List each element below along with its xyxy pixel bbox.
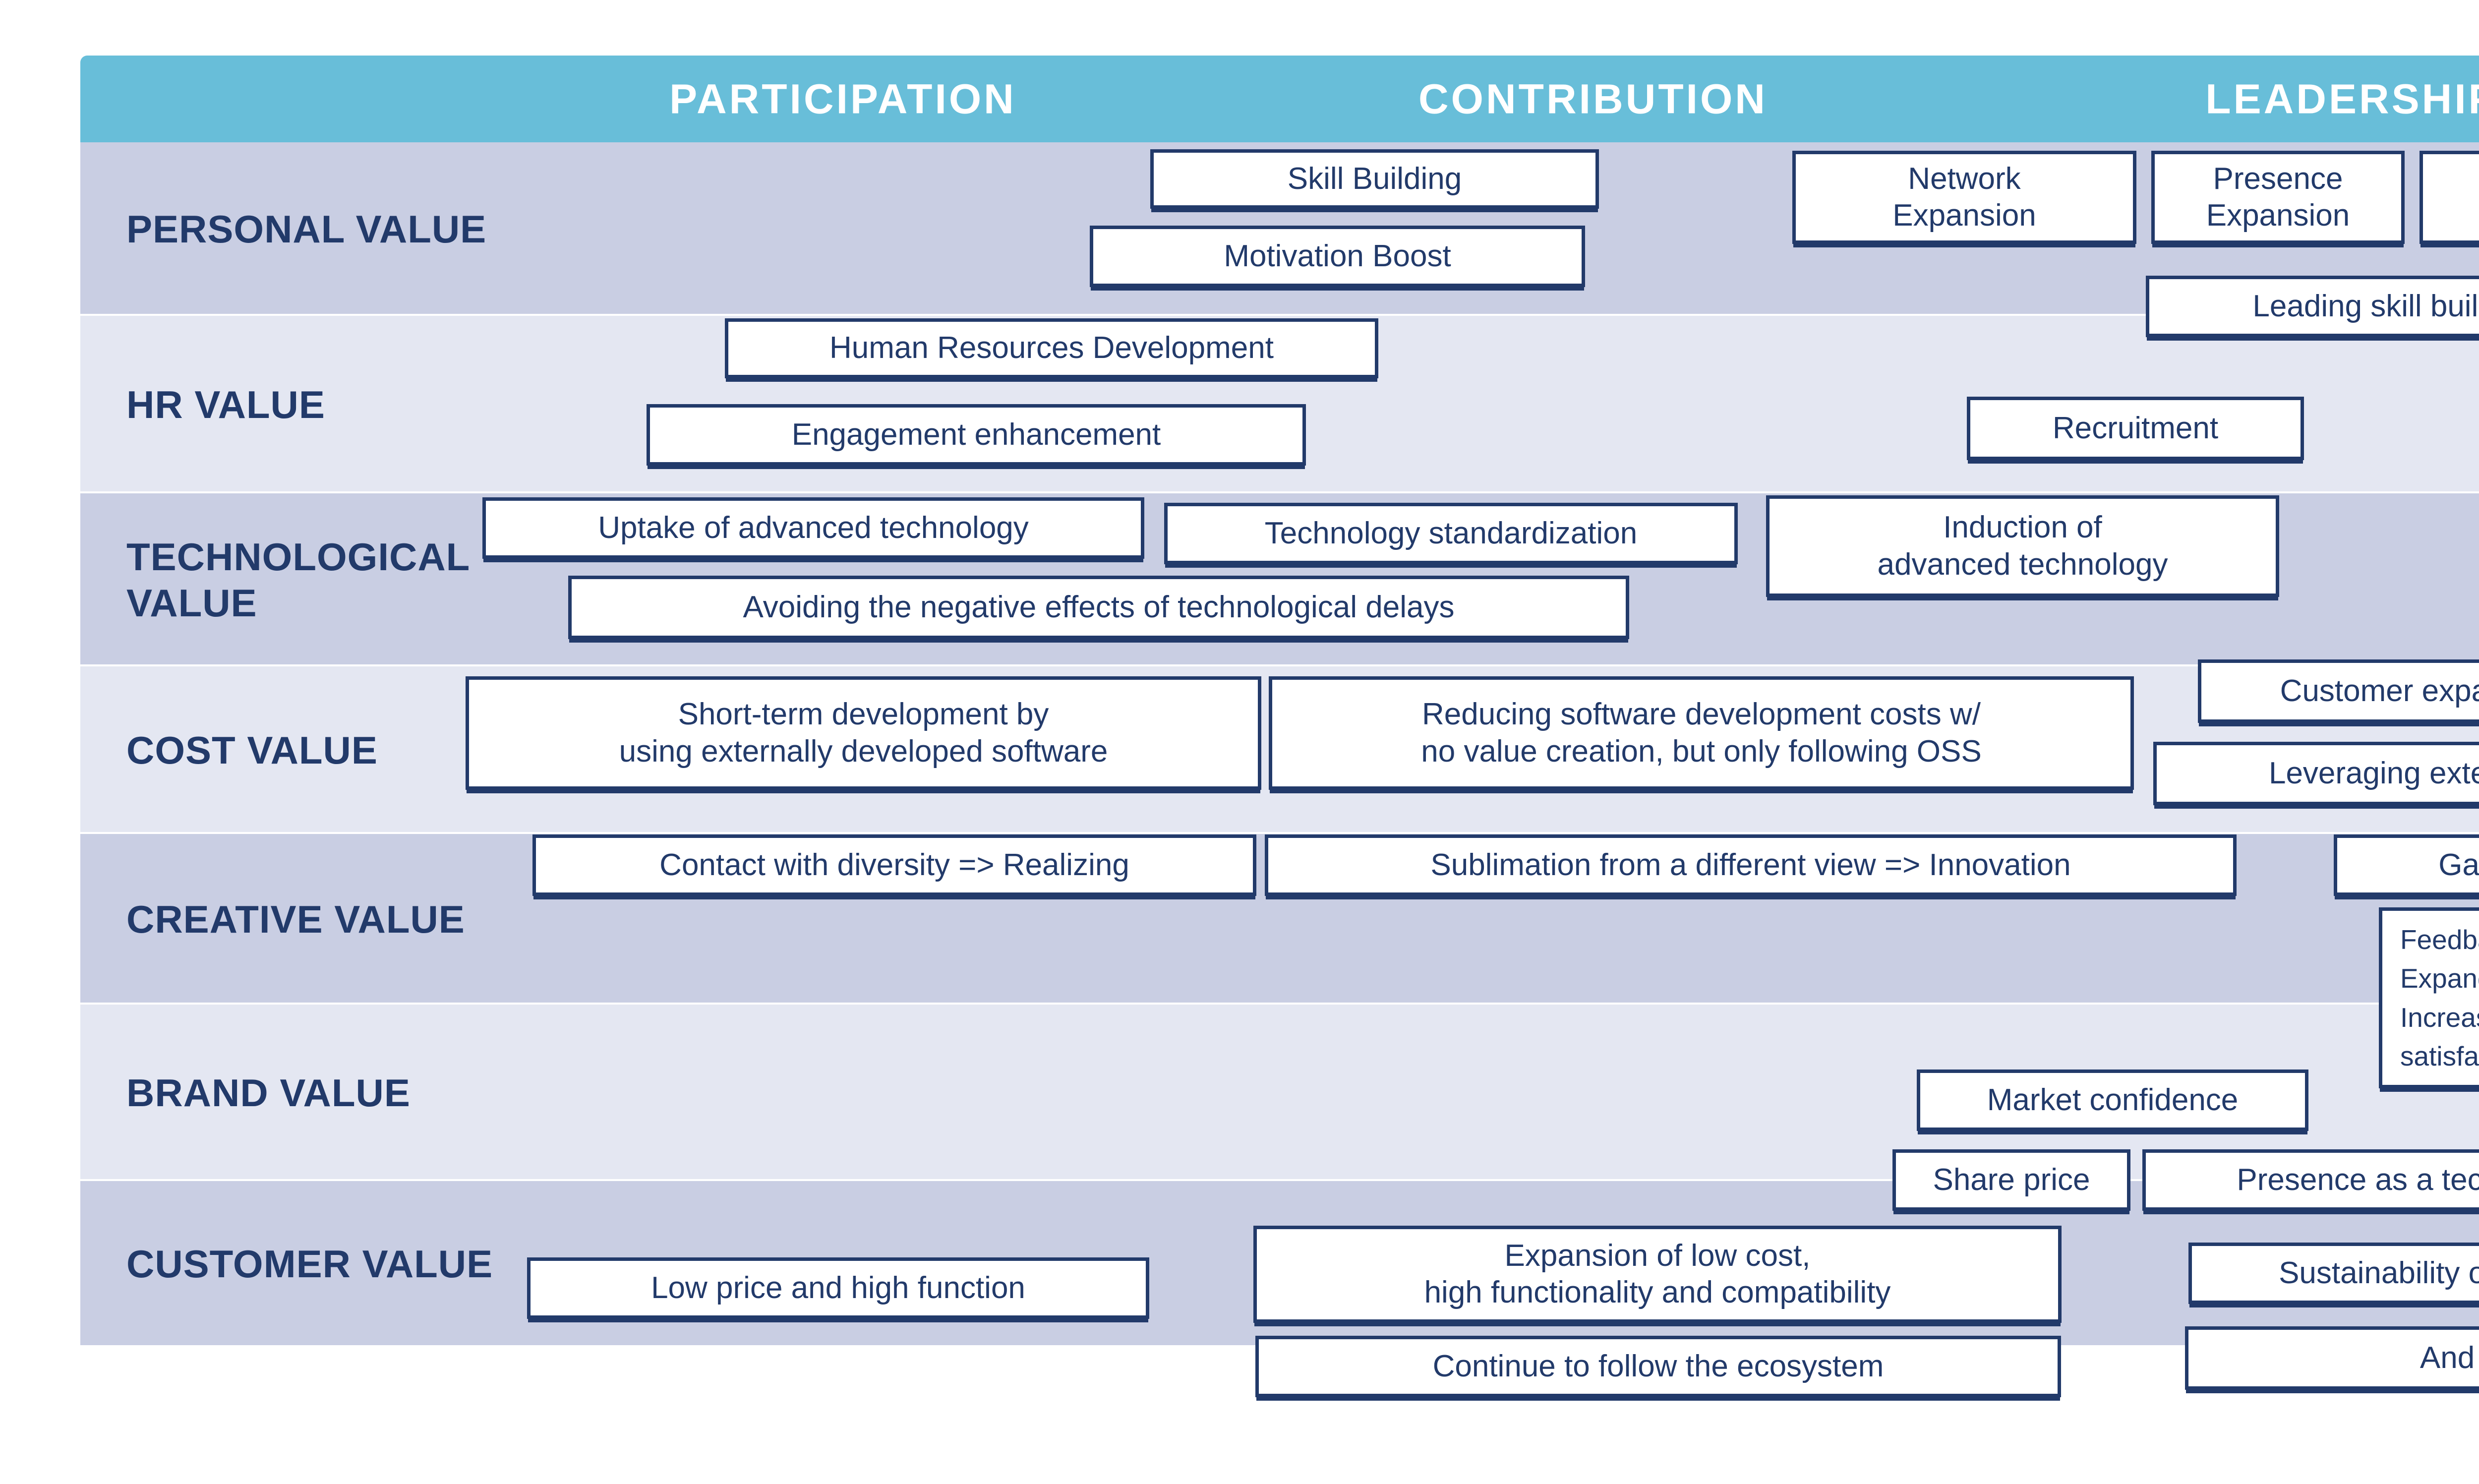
row-label-creative-value: CREATIVE VALUE xyxy=(126,897,465,941)
column-header-leadership: LEADERSHIP xyxy=(2205,75,2479,122)
row-label-customer-value: CUSTOMER VALUE xyxy=(126,1242,493,1286)
box-human-resources-development: Human Resources Development xyxy=(725,318,1378,378)
box-reducing-software-costs: Reducing software development costs w/ n… xyxy=(1269,676,2134,790)
box-share-price: Share price xyxy=(1892,1149,2130,1211)
box-technology-standardization: Technology standardization xyxy=(1164,503,1738,564)
box-expansion-low-cost: Expansion of low cost, high functionalit… xyxy=(1253,1226,2062,1323)
box-presence-expansion: Presence Expansion xyxy=(2151,151,2405,244)
row-label-cost-value: COST VALUE xyxy=(126,728,378,772)
box-leading-skill-building: Leading skill building xyxy=(2146,276,2479,337)
column-header-participation: PARTICIPATION xyxy=(669,75,1016,122)
box-customer-expansion: Customer expansion xyxy=(2198,659,2479,723)
box-market-confidence: Market confidence xyxy=(1917,1069,2308,1131)
box-sustainability-service-product: Sustainability of service/product xyxy=(2188,1243,2479,1304)
box-recruitment: Recruitment xyxy=(1967,397,2304,460)
box-and-more: And more??? xyxy=(2185,1326,2479,1390)
box-skill-building: Skill Building xyxy=(1150,149,1599,209)
box-gaining-community: Gaining Community xyxy=(2334,834,2479,896)
box-short-term-development: Short-term development by using external… xyxy=(466,676,1261,790)
box-sublimation-innovation: Sublimation from a different view => Inn… xyxy=(1265,834,2237,896)
box-engagement-enhancement: Engagement enhancement xyxy=(647,404,1306,466)
box-avoiding-negative-effects: Avoiding the negative effects of technol… xyxy=(568,576,1629,639)
box-motivation-boost: Motivation Boost xyxy=(1090,226,1585,287)
box-low-price-high-function: Low price and high function xyxy=(527,1257,1149,1319)
box-leveraging-external-resources: Leveraging external resources xyxy=(2153,742,2479,805)
row-label-personal-value: PERSONAL VALUE xyxy=(126,207,487,251)
box-gathering-info: Gathering info/etc automatically xyxy=(2420,151,2479,244)
column-header-bar: PARTICIPATION CONTRIBUTION LEADERSHIP xyxy=(80,56,2479,142)
box-induction-advanced-technology: Induction of advanced technology xyxy=(1766,495,2279,597)
row-label-technological-value: TECHNOLOGICAL VALUE xyxy=(126,535,470,625)
box-presence-technology-company: Presence as a technology company xyxy=(2142,1149,2479,1211)
row-label-hr-value: HR VALUE xyxy=(126,382,325,426)
box-contact-with-diversity: Contact with diversity => Realizing xyxy=(532,834,1256,896)
box-network-expansion: Network Expansion xyxy=(1792,151,2136,244)
box-uptake-advanced-technology: Uptake of advanced technology xyxy=(482,497,1144,559)
box-feedback-expanded-usage: Feedback, Expanded usage, Increase custo… xyxy=(2379,907,2479,1088)
box-continue-follow-ecosystem: Continue to follow the ecosystem xyxy=(1255,1336,2061,1397)
column-header-contribution: CONTRIBUTION xyxy=(1418,75,1768,122)
row-label-brand-value: BRAND VALUE xyxy=(126,1070,411,1115)
